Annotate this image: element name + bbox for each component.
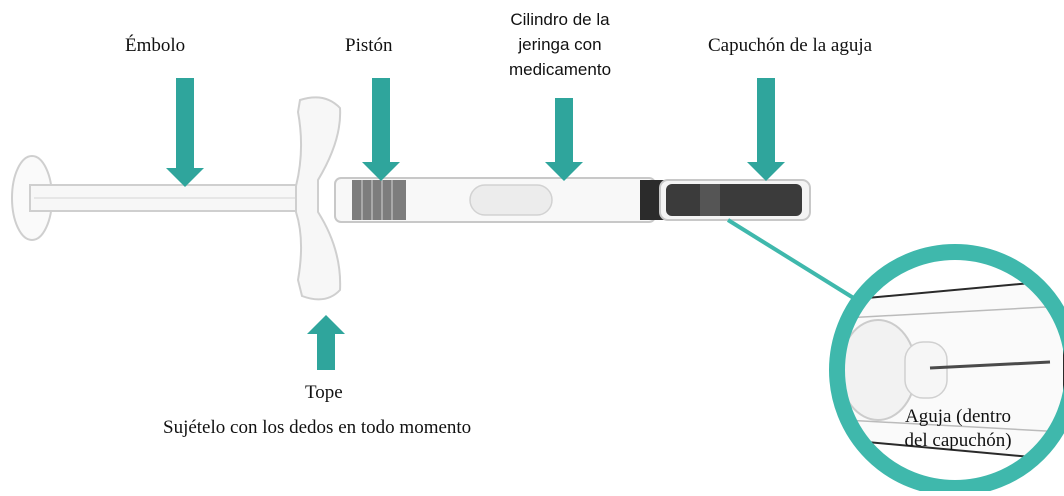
needle-label-line-1: Aguja (dentro [904, 406, 1012, 427]
barrel-label-line-1: Cilindro de la [510, 10, 610, 29]
piston-label: Pistón [345, 35, 393, 56]
needle-cap-label: Capuchón de la aguja [708, 35, 873, 56]
piston-arrow [362, 78, 400, 181]
piston [352, 180, 406, 220]
stopper-label: Tope [305, 382, 343, 403]
needle-zoom-circle [829, 244, 1064, 496]
plunger-label: Émbolo [125, 35, 186, 56]
needle-cap-arrow [747, 78, 785, 181]
stopper-note: Sujételo con los dedos en todo momento [163, 417, 472, 438]
barrel-label-line-2: jeringa con [518, 35, 602, 54]
stopper-flange [295, 96, 342, 301]
plunger-arrow [166, 78, 204, 187]
barrel-label-line-3: medicamento [508, 60, 612, 79]
stopper-arrow [307, 315, 345, 370]
needle-label: Aguja (dentro del capuchón) [878, 405, 1038, 453]
barrel-window [469, 184, 553, 216]
barrel-label: Cilindro de la jeringa con medicamento [475, 7, 645, 82]
zoom-leader-line [726, 218, 862, 304]
needle-label-line-2: del capuchón) [904, 430, 1012, 451]
needle-cap [640, 179, 811, 221]
needle [929, 360, 1051, 370]
barrel-arrow [545, 98, 583, 181]
plunger [11, 155, 303, 241]
